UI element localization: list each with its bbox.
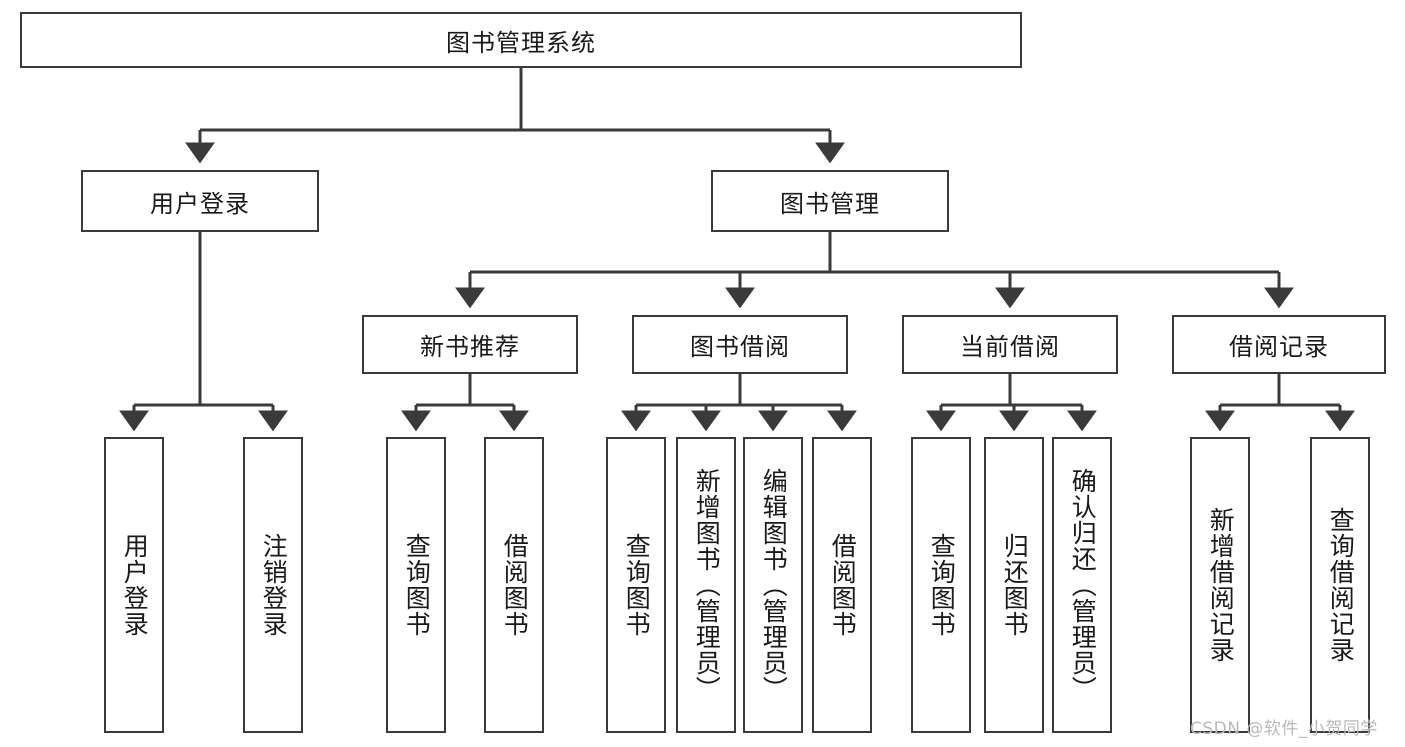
leaf-add-borrow-record[interactable]: 新增借阅记录 [1190,437,1250,733]
node-new-book-recommend[interactable]: 新书推荐 [362,315,578,374]
node-borrow-record[interactable]: 借阅记录 [1172,315,1386,374]
leaf-user-login[interactable]: 用户登录 [104,437,164,733]
node-book-management[interactable]: 图书管理 [711,170,949,232]
leaf-query-book-current[interactable]: 查询图书 [911,437,971,733]
csdn-watermark: CSDN @软件_小贺同学 [1190,719,1378,739]
leaf-query-borrow-record[interactable]: 查询借阅记录 [1310,437,1370,733]
leaf-query-book-borrow[interactable]: 查询图书 [606,437,666,733]
leaf-borrow-book[interactable]: 借阅图书 [812,437,872,733]
node-book-borrow[interactable]: 图书借阅 [632,315,848,374]
leaf-query-book-new[interactable]: 查询图书 [386,437,446,733]
node-user-login[interactable]: 用户登录 [81,170,319,232]
leaf-return-book[interactable]: 归还图书 [984,437,1044,733]
leaf-logout[interactable]: 注销登录 [243,437,303,733]
leaf-edit-book-admin[interactable]: 编辑图书（管理员） [743,437,803,733]
node-current-borrow[interactable]: 当前借阅 [902,315,1118,374]
leaf-add-book-admin[interactable]: 新增图书（管理员） [676,437,736,733]
leaf-confirm-return-admin[interactable]: 确认归还（管理员） [1052,437,1112,733]
leaf-borrow-book-new[interactable]: 借阅图书 [484,437,544,733]
node-root[interactable]: 图书管理系统 [20,12,1022,68]
